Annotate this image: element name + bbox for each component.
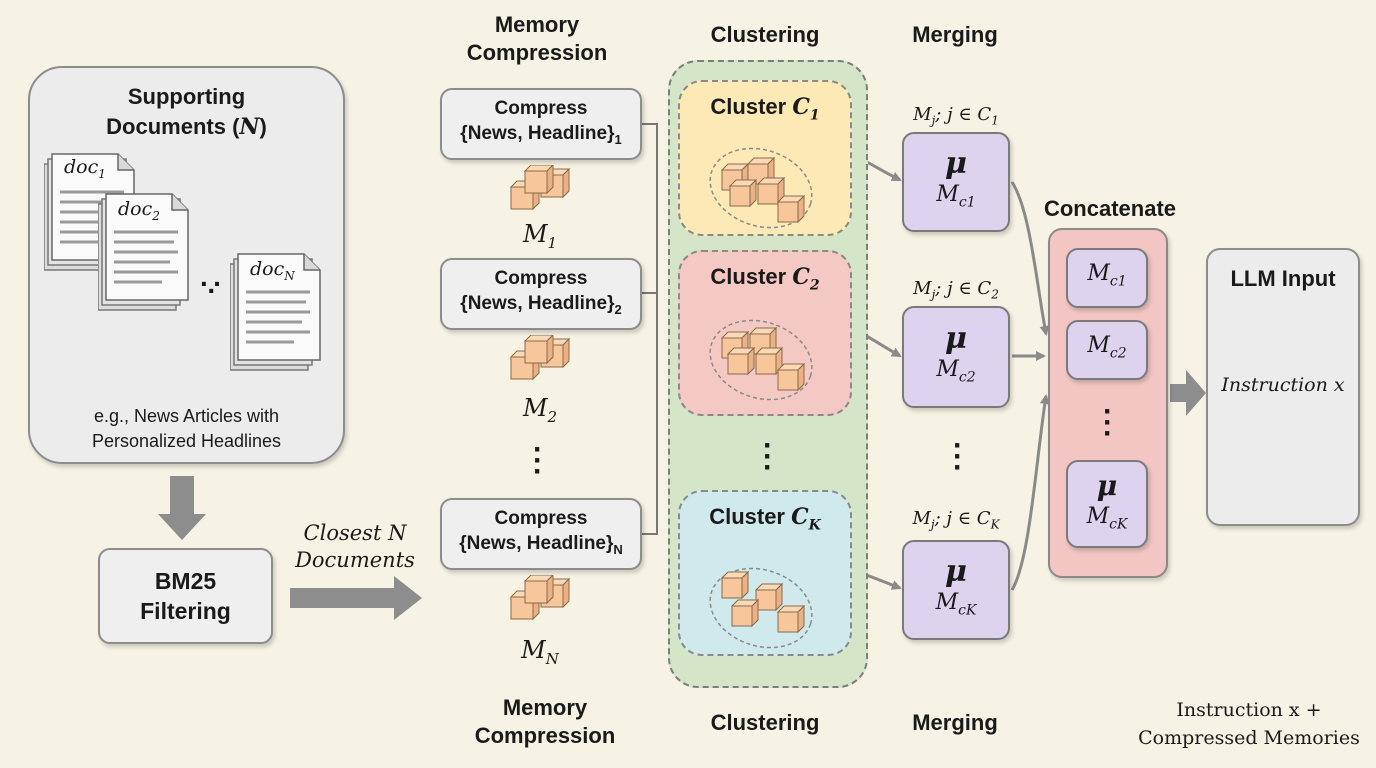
concat-item-1: Mc1 [1066, 248, 1148, 308]
doc-stack-2: doc2 [97, 190, 198, 315]
bm25-filtering-box: BM25 Filtering [98, 548, 273, 644]
merge-set-label-k: Mj; j ∈ CK [912, 508, 1000, 532]
cluster-c1-title: Cluster C1 [710, 94, 820, 124]
cluster-c2-title: Cluster C2 [710, 264, 820, 294]
footer-line2: Compressed Memories [1138, 727, 1360, 749]
document-icon [229, 253, 321, 371]
right-block-arrow-bm25 [290, 576, 422, 620]
footer-line1: Instruction x + [1176, 699, 1322, 721]
mergeK-to-concat-arrow [1010, 394, 1050, 591]
memory-label-n: MN [521, 636, 559, 668]
cluster-ck-title: Cluster CK [709, 504, 821, 534]
memory-cubes-1 [509, 165, 571, 211]
memory-label-2: M2 [522, 394, 558, 426]
header-memory-compression-top: Memory Compression [466, 12, 608, 65]
memory-cubes-2 [509, 335, 571, 381]
supporting-caption: e.g., News Articles with Personalized He… [91, 406, 282, 451]
mean-operator-icon: μ [945, 554, 967, 590]
mean-operator-icon: μ [945, 321, 967, 357]
bm25-line2: Filtering [140, 598, 231, 624]
cluster-c1-cubes [709, 147, 813, 229]
compress-box-n: Compress {News, Headline}N [440, 498, 642, 570]
header-merging-top: Merging [912, 22, 998, 47]
document-icon [97, 193, 189, 311]
merged-memory-k: McK [935, 590, 977, 619]
compress-box-1: Compress {News, Headline}1 [440, 88, 642, 160]
doc-label-n: docN [250, 258, 295, 283]
cluster-ck-cubes [709, 567, 813, 649]
compress-bracket [642, 123, 658, 535]
cluster-vertical-ellipsis: ··· [763, 429, 773, 484]
concat-item-2: Mc2 [1066, 320, 1148, 380]
concat-vertical-ellipsis: ··· [1103, 395, 1113, 450]
footer-caption: Instruction x + Compressed Memories [1126, 696, 1372, 752]
mean-operator-icon: μ [945, 146, 967, 182]
header-clustering-top: Clustering [710, 22, 820, 47]
concat-item-k: μ McK [1066, 460, 1148, 548]
merge-box-1: μ Mc1 [902, 132, 1010, 232]
concat-memory-k: McK [1086, 504, 1128, 533]
llm-input-title: LLM Input [1230, 266, 1336, 291]
merge-set-label-2: Mj; j ∈ C2 [913, 278, 999, 302]
header-concatenate: Concatenate [1043, 196, 1177, 221]
llm-input-box: LLM Input Instruction x [1206, 248, 1360, 526]
supporting-documents-title: Supporting Documents (N) [106, 84, 267, 140]
concat-memory-1: Mc1 [1087, 261, 1127, 290]
closest-n-documents-label: Closest N Documents [295, 521, 415, 572]
concat-memory-2: Mc2 [1087, 333, 1127, 362]
merged-memory-2: Mc2 [936, 357, 976, 386]
header-merging-bottom: Merging [912, 710, 998, 735]
mean-operator-icon: μ [1096, 469, 1118, 503]
memory-label-1: M1 [522, 220, 558, 252]
doc-ellipsis: ·.· [200, 268, 222, 299]
llm-instruction: Instruction x [1221, 374, 1345, 396]
memory-cubes-n [509, 575, 571, 621]
merge1-to-concat-arrow [1010, 181, 1050, 336]
merged-memory-1: Mc1 [936, 182, 976, 211]
header-memory-compression-bottom: Memory Compression [474, 695, 616, 748]
doc-stack-n: docN [229, 250, 330, 375]
header-clustering-bottom: Clustering [710, 710, 820, 735]
supporting-documents-panel: Supporting Documents (N) doc1 [28, 66, 345, 464]
merge-vertical-ellipsis: ··· [953, 429, 963, 484]
cluster-ck: Cluster CK [678, 490, 852, 656]
down-block-arrow [158, 476, 206, 540]
merge-box-k: μ McK [902, 540, 1010, 640]
compress-vertical-ellipsis: ··· [533, 433, 543, 488]
bm25-line1: BM25 [154, 568, 217, 594]
right-block-arrow-llm [1170, 370, 1206, 416]
merge-set-label-1: Mj; j ∈ C1 [913, 104, 999, 128]
cluster-c2-cubes [709, 319, 813, 401]
merge-box-2: μ Mc2 [902, 306, 1010, 408]
doc-label-2: doc2 [118, 198, 160, 223]
compress-box-2: Compress {News, Headline}2 [440, 258, 642, 330]
doc-label-1: doc1 [64, 156, 106, 181]
